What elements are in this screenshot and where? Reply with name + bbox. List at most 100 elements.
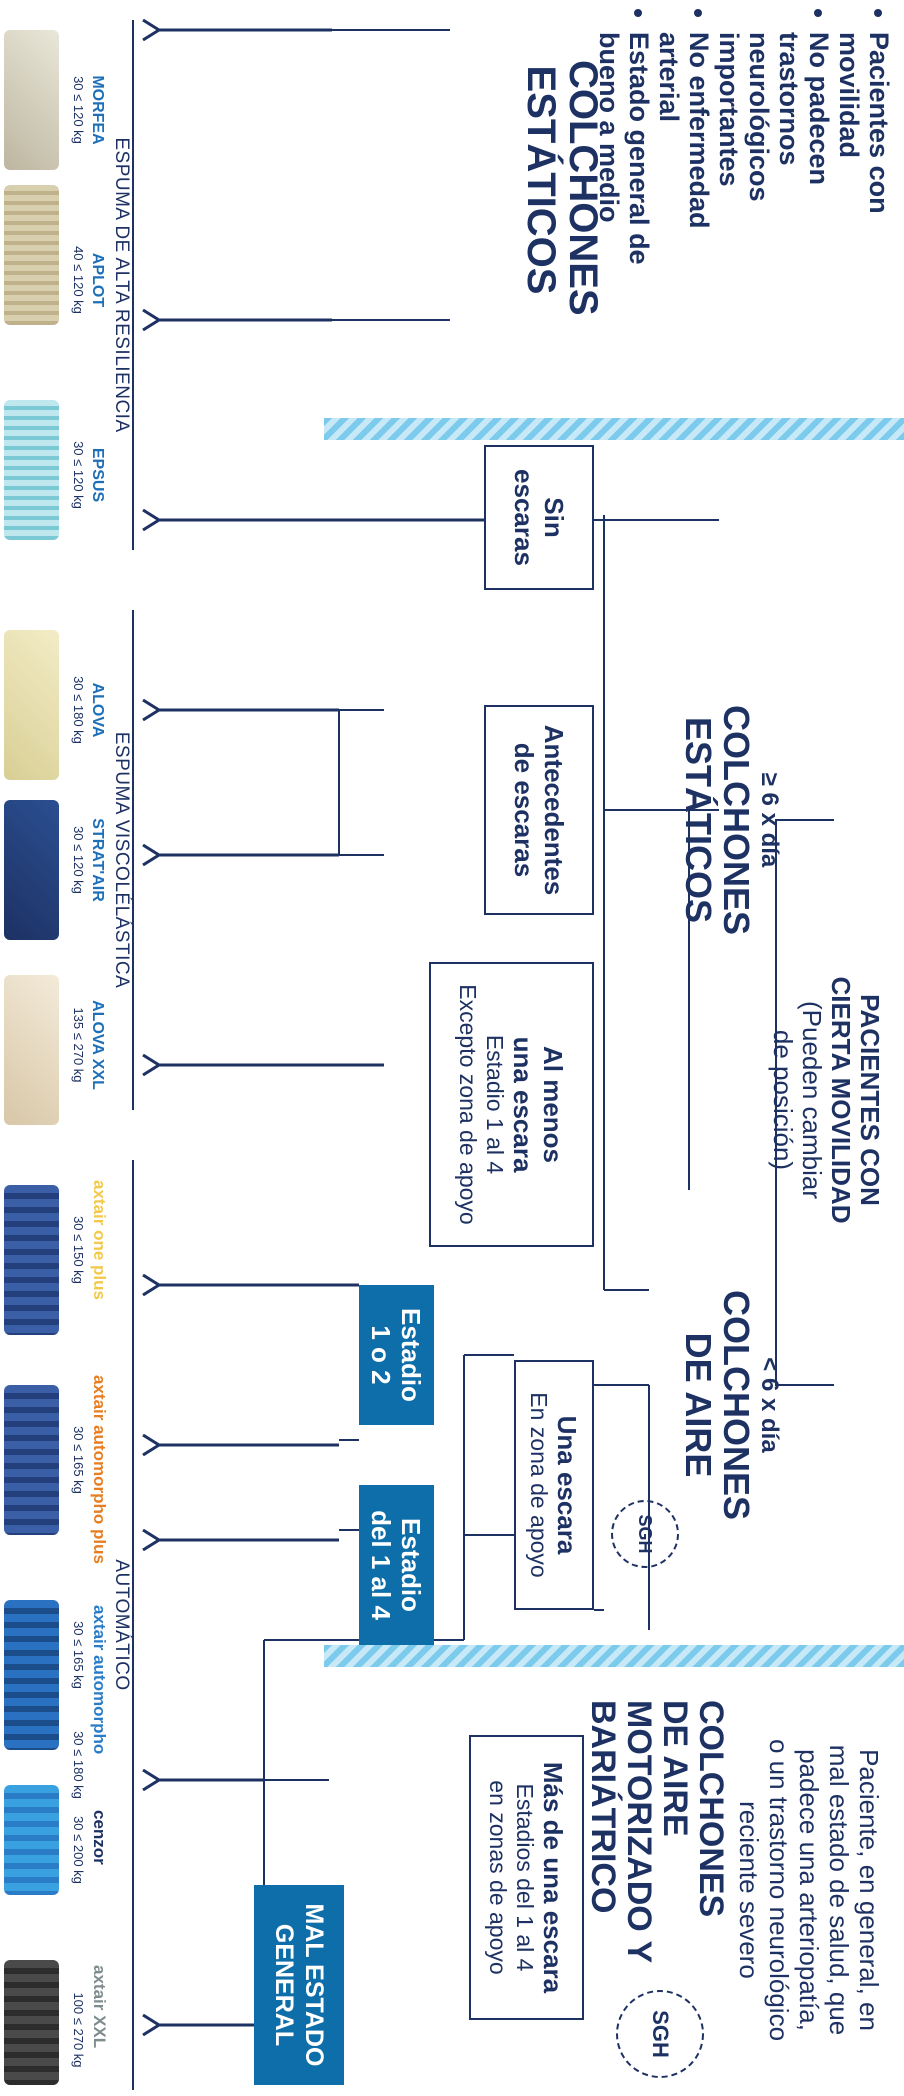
box-line: Al menos (538, 1045, 569, 1164)
mattress-image-morfea (4, 30, 59, 170)
product-epsus-cap: 30 ≤ 120 kg (71, 441, 86, 509)
desc-line: reciente severo (734, 1801, 764, 1979)
patients-note: de posición) (768, 1029, 798, 1171)
product-alova-cap: 30 ≤ 180 kg (71, 676, 86, 744)
static-branch-title: ≥ 6 x día COLCHONES ESTÁTICOS (678, 700, 784, 940)
static-criteria-list: Pacientes con movilidad No padecen trast… (594, 10, 894, 270)
category-viscoelastica: ESPUMA VISCOLÉLÁSTICA (111, 731, 132, 989)
static-frequency: ≥ 6 x día (756, 772, 783, 868)
criterion-item: No padecen trastornos neurológicos impor… (714, 32, 834, 270)
air-frequency: < 6 x día (756, 1357, 783, 1453)
product-xxl-name: axtair XXL (90, 1965, 109, 2049)
product-automorpho-name: axtair automorpho (90, 1605, 109, 1755)
box-line: MAL ESTADO (300, 1903, 328, 2067)
mattress-image-alova (4, 630, 59, 780)
left-static-title: COLCHONES ESTÁTICOS (519, 60, 605, 316)
box-estadio-1-al-4: Estadio del 1 al 4 (359, 1485, 434, 1645)
title-line: COLCHONES (716, 704, 757, 935)
mattress-image-epsus (4, 400, 59, 540)
product-cenzor-name: cenzor (90, 1810, 109, 1865)
box-line: Una escara (552, 1415, 583, 1555)
box-line: Estadio (396, 1308, 427, 1402)
logo-text: SGH (648, 2010, 673, 2058)
box-mas-de-una-escara: Más de una escara Estadios del 1 al 4 en… (469, 1735, 584, 2020)
mattress-image-automorphoplus (4, 1385, 59, 1535)
box-line: escaras (509, 469, 539, 566)
category-alta-resiliencia: ESPUMA DE ALTA RESILIENCIA (111, 137, 132, 433)
box-sin-escaras: Sin escaras (484, 445, 594, 590)
product-morfea-cap: 30 ≤ 120 kg (71, 76, 86, 144)
mattress-image-automorpho (4, 1600, 59, 1750)
product-xxl-cap: 100 ≤ 270 kg (71, 1992, 86, 2068)
product-stratair-name: STRAT'AIR (89, 818, 106, 902)
patients-note: (Pueden cambiar (797, 1001, 827, 1199)
box-line: del 1 al 4 (366, 1510, 397, 1620)
box-line: una escara (508, 1036, 539, 1173)
mattress-image-xxl (4, 1960, 59, 2085)
product-alovaxxl-cap: 135 ≤ 270 kg (71, 1007, 86, 1083)
title-line: DE AIRE (678, 1332, 719, 1478)
box-antecedentes: Antecedentes de escaras (484, 705, 594, 915)
desc-line: o un trastorno neurológico (764, 1738, 794, 2042)
box-line: Excepto zona de apoyo (455, 984, 482, 1225)
title-line: COLCHONES (561, 60, 605, 316)
logo-text: SGH (635, 1514, 656, 1554)
title-line: ESTÁTICOS (519, 65, 563, 295)
sgh-logo: SGH (616, 1990, 704, 2078)
box-line: En zona de apoyo (526, 1392, 553, 1578)
box-line: Estadio (396, 1518, 427, 1612)
sgh-logo: SGH (611, 1500, 679, 1568)
desc-line: mal estado de salud, que (824, 1744, 854, 2036)
patients-line: CIERTA MOVILIDAD (826, 976, 856, 1224)
box-line: GENERAL (270, 1923, 298, 2047)
divider-stripe-2 (324, 1645, 904, 1667)
product-epsus-name: EPSUS (89, 447, 106, 503)
box-estadio-1-o-2: Estadio 1 o 2 (359, 1285, 434, 1425)
product-oneplus-cap: 30 ≤ 150 kg (71, 1216, 86, 1284)
desc-line: padece una arteriopatía, (794, 1749, 824, 2031)
product-cenzor-cap2: 30 ≤ 200 kg (71, 1816, 86, 1884)
product-morfea-name: MORFEA (89, 75, 106, 145)
box-line: Más de una escara (538, 1761, 569, 1994)
desc-line: Paciente, en general, en (854, 1749, 884, 2031)
box-line: 1 o 2 (366, 1325, 397, 1385)
mattress-image-oneplus (4, 1185, 59, 1335)
box-line: Estadios del 1 al 4 (512, 1783, 539, 1972)
divider-stripe-1 (324, 418, 904, 440)
patients-mobility-heading: PACIENTES CON CIERTA MOVILIDAD (Pueden c… (768, 970, 885, 1230)
box-al-menos-una-escara: Al menos una escara Estadio 1 al 4 Excep… (429, 962, 594, 1247)
product-stratair-cap: 30 ≤ 120 kg (71, 826, 86, 894)
mattress-image-stratair (4, 800, 59, 940)
product-aplot-name: APLOT (89, 252, 106, 308)
product-automorphoplus-cap: 30 ≤ 165 kg (71, 1426, 86, 1494)
title-line: BARIÁTRICO (584, 1700, 622, 1914)
product-alova-name: ALOVA (89, 682, 106, 738)
patients-line: PACIENTES CON (855, 994, 885, 1206)
box-line: Estadio 1 al 4 (482, 1034, 509, 1175)
mattress-image-alovaxxl (4, 975, 59, 1125)
product-automorpho-cap: 30 ≤ 165 kg (71, 1621, 86, 1689)
title-line: MOTORIZADO Y (620, 1700, 658, 1964)
title-line: ESTÁTICOS (678, 716, 719, 923)
box-line: en zonas de apoyo (485, 1780, 512, 1975)
criterion-item: No enfermedad arterial (654, 32, 714, 270)
mattress-image-aplot (4, 185, 59, 325)
right-description: Paciente, en general, en mal estado de s… (734, 1720, 884, 2060)
right-title: COLCHONES DE AIRE MOTORIZADO Y BARIÁTRIC… (584, 1700, 730, 2010)
category-automatico: AUTOMÁTICO (111, 1559, 132, 1691)
mattress-image-cenzor (4, 1785, 59, 1895)
title-line: DE AIRE (656, 1700, 694, 1837)
criterion-item: Pacientes con movilidad (834, 32, 894, 270)
box-line: Antecedentes (539, 724, 569, 896)
box-una-escara: Una escara En zona de apoyo (514, 1360, 594, 1610)
product-oneplus-name: axtair one plus (90, 1180, 109, 1300)
box-line: Sin (539, 497, 569, 538)
title-line: COLCHONES (692, 1700, 730, 1918)
box-mal-estado-general: MAL ESTADO GENERAL (254, 1885, 344, 2085)
product-aplot-cap: 40 ≤ 120 kg (71, 246, 86, 314)
product-alovaxxl-name: ALOVA XXL (89, 1000, 106, 1090)
air-branch-title: < 6 x día COLCHONES DE AIRE (678, 1290, 784, 1521)
box-line: de escaras (509, 742, 539, 878)
title-line: COLCHONES (716, 1290, 757, 1521)
